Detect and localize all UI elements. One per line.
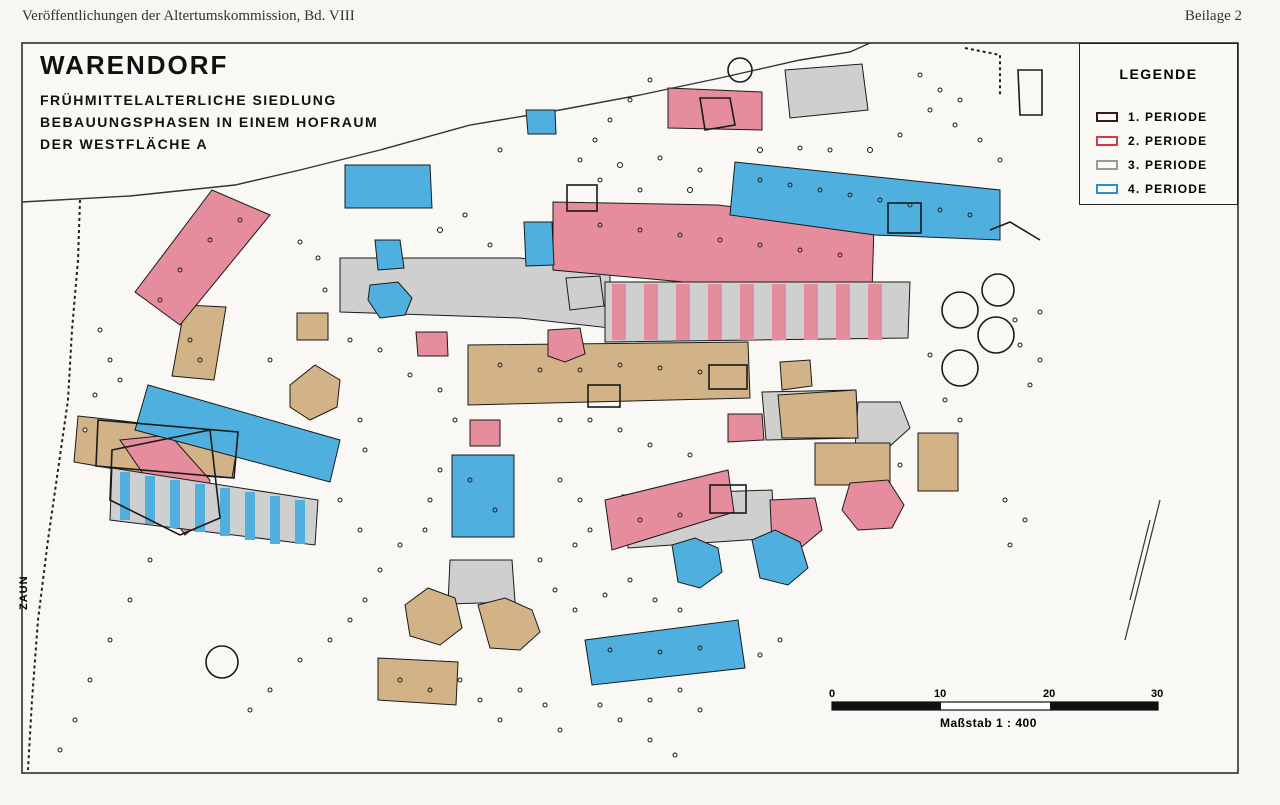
map-subtitle-2: BEBAUUNGSPHASEN IN EINEM HOFRAUM xyxy=(40,114,379,130)
interior-post-holes xyxy=(157,177,973,693)
scale-bar xyxy=(831,701,1159,711)
legend-swatch-4 xyxy=(1096,184,1118,194)
legend-item-period-4: 4. PERIODE xyxy=(1096,182,1207,196)
legend-item-period-3: 3. PERIODE xyxy=(1096,158,1207,172)
header-supplement: Beilage 2 xyxy=(1184,8,1242,24)
fence-line xyxy=(27,199,81,771)
post-holes xyxy=(57,72,1043,758)
trench-line-2 xyxy=(1129,519,1151,601)
map-title: WARENDORF xyxy=(40,50,229,80)
legend-label-4: 4. PERIODE xyxy=(1128,182,1208,196)
legend-swatch-3 xyxy=(1096,160,1118,170)
trench-line xyxy=(1124,499,1161,641)
legend-item-period-1: 1. PERIODE xyxy=(1096,110,1207,124)
fence-label: ZAUN xyxy=(18,575,30,610)
period-1-buildings xyxy=(73,304,959,706)
scale-tick-30: 30 xyxy=(1151,688,1164,700)
boundary-line xyxy=(21,42,871,203)
pit-outlines xyxy=(95,57,1043,679)
legend-swatch-1 xyxy=(1096,112,1118,122)
scale-tick-0: 0 xyxy=(829,688,836,700)
legend-swatch-2 xyxy=(1096,136,1118,146)
scale-caption: Maßstab 1 : 400 xyxy=(940,716,1037,730)
map-subtitle-1: FRÜHMITTELALTERLICHE SIEDLUNG xyxy=(40,92,337,108)
legend: LEGENDE 1. PERIODE 2. PERIODE 3. PERIODE… xyxy=(1079,43,1238,205)
scale-tick-20: 20 xyxy=(1043,688,1056,700)
legend-label-1: 1. PERIODE xyxy=(1128,110,1208,124)
map-subtitle-3: DER WESTFLÄCHE A xyxy=(40,136,209,152)
legend-item-period-2: 2. PERIODE xyxy=(1096,134,1207,148)
legend-label-2: 2. PERIODE xyxy=(1128,134,1208,148)
header-publication: Veröffentlichungen der Altertumskommissi… xyxy=(22,8,355,24)
striped-building-east xyxy=(604,281,911,343)
legend-title: LEGENDE xyxy=(1119,66,1198,82)
scale-tick-10: 10 xyxy=(934,688,947,700)
legend-label-3: 3. PERIODE xyxy=(1128,158,1208,172)
fence-line-ne xyxy=(964,47,1001,95)
period-4-buildings xyxy=(134,109,1001,686)
